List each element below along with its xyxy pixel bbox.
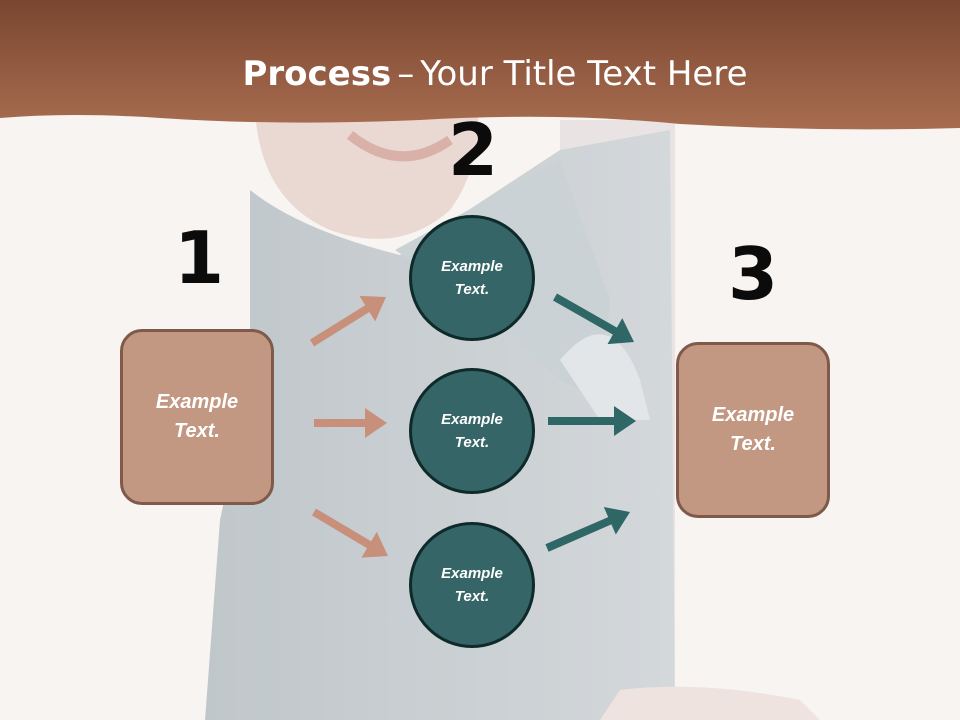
- step-number-1: 1: [173, 216, 225, 300]
- step-2-circle-top: Example Text.: [409, 215, 535, 341]
- step-1-box: Example Text.: [120, 329, 274, 505]
- slide-title: Process–Your Title Text Here: [0, 52, 960, 96]
- header-band: [0, 0, 960, 130]
- step-2-circle-middle-text: Example Text.: [441, 411, 503, 451]
- arrows-group: [309, 293, 636, 558]
- step-1-text: Example Text.: [155, 391, 239, 442]
- arrow-from-top-circle: [553, 293, 634, 345]
- step-number-2: 2: [447, 108, 499, 192]
- title-rest: Your Title Text Here: [420, 54, 748, 94]
- step-2-circle-bottom-text: Example Text.: [441, 565, 503, 605]
- step-2-circle-bottom: Example Text.: [409, 522, 535, 648]
- step-3-text: Example Text.: [711, 404, 795, 455]
- step-3-box: Example Text.: [676, 342, 830, 518]
- title-bold: Process: [242, 54, 392, 94]
- step-2-circle-top-text: Example Text.: [441, 258, 503, 298]
- step-number-3: 3: [727, 232, 779, 316]
- step-2-circle-middle: Example Text.: [409, 368, 535, 494]
- arrow-from-middle-circle: [548, 406, 636, 436]
- arrow-to-top-circle: [309, 295, 386, 347]
- arrow-to-bottom-circle: [312, 508, 388, 558]
- arrow-from-bottom-circle: [545, 507, 630, 552]
- arrow-to-middle-circle: [314, 408, 387, 438]
- title-separator: –: [397, 54, 415, 94]
